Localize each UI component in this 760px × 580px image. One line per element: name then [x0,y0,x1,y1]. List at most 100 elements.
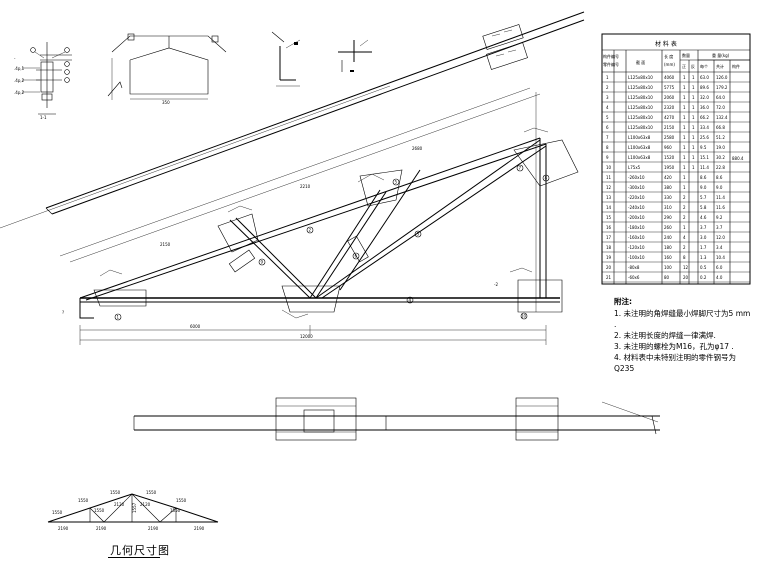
hdr-length: 长 度 [664,53,673,59]
table-cell-w1: 1.7 [700,245,707,250]
table-cell-q1: 1 [683,185,686,190]
geo-dim-top: 1550 [110,490,121,495]
member-mark: 2 [309,228,312,233]
table-cell-q1: 1 [683,95,686,100]
geo-dim-bottom: 2190 [58,526,69,531]
table-cell-w1: 3.7 [700,225,707,230]
table-cell-len: 1520 [664,155,675,160]
table-cell-w1: 15.1 [700,155,709,160]
table-cell-sec: L100x63x8 [628,145,651,150]
hdr-part-no: 构件编号 [603,53,619,59]
section-detail: - .4p,1 .4p,2 .4p,2 1-1 [14,42,72,120]
table-cell-q1: 20 [683,275,689,280]
table-cell-no: 12 [606,185,612,190]
table-cell-q1: 1 [683,135,686,140]
table-cell-no: 4 [606,105,609,110]
note-item: 1. 未注明的角焊缝最小焊脚尺寸为5 mm . [614,309,751,329]
table-cell-no: 13 [606,195,612,200]
table-cell-q1: 1 [683,85,686,90]
table-cell-len: 80 [664,275,670,280]
table-cell-w1: 66.2 [700,115,709,120]
material-table: 材 料 表 构件编号 零件编号 截 面 长 度 (mm) 数量 正 反 重 量(… [601,33,751,285]
member-mark: 7 [519,166,522,171]
table-cell-w2: 9.0 [716,185,723,190]
section-label: 1-1 [40,115,47,120]
table-cell-sec: L125x80x10 [628,75,653,80]
table-cell-no: 20 [606,265,612,270]
table-cell-no: 17 [606,235,612,240]
table-cell-w1: 4.6 [700,215,707,220]
table-cell-sec: -240x10 [628,205,645,210]
table-cell-w1: 36.0 [700,105,709,110]
table-cell-q2: 1 [692,85,695,90]
table-cell-w1: 8.6 [700,175,707,180]
hdr-part-no2: 零件编号 [603,61,619,67]
table-cell-q1: 12 [683,265,689,270]
geo-dim-top: 1550 [176,498,187,503]
table-cell-w2: 6.0 [716,265,723,270]
table-cell-q2: 1 [692,165,695,170]
overall-dim: 12000 [300,334,313,339]
bolt-note: -2 [494,282,498,287]
table-cell-sec: L125x80x10 [628,115,653,120]
plan-view [133,397,660,441]
svg-text:2680: 2680 [412,146,423,151]
table-cell-no: 7 [606,135,609,140]
table-cell-w2: 3.7 [716,225,723,230]
table-cell-q2: 1 [692,105,695,110]
table-cell-no: 21 [606,275,612,280]
geo-dim-top: 1550 [146,490,157,495]
member-marks: 1 2 3 4 5 6 7 8 9 10 [114,164,550,321]
table-cell-sec: L125x80x10 [628,85,653,90]
member-total: 880.4 [732,156,744,161]
table-cell-w1: 89.6 [700,85,709,90]
side-dim-label: .4p,2 [14,78,25,83]
table-cell-q1: 1 [683,225,686,230]
table-cell-sec: -220x10 [628,195,645,200]
table-cell-sec: -120x10 [628,245,645,250]
notes-title: 附注: [614,297,632,306]
table-cell-no: 11 [606,175,612,180]
table-cell-w2: 66.8 [716,125,725,130]
table-cell-len: 240 [664,235,672,240]
table-cell-w2: 132.4 [716,115,728,120]
table-cell-q1: 2 [683,215,686,220]
table-cell-sec: -80x8 [628,265,640,270]
table-cell-sec: L100x63x8 [628,155,651,160]
table-cell-w1: 32.0 [700,95,709,100]
note-item: 4. 材料表中未特别注明的零件钢号为Q235 [614,353,737,373]
table-cell-w1: 3.0 [700,235,707,240]
table-cell-no: 8 [606,145,609,150]
member-mark: 1 [117,315,120,320]
notes-block: 附注: 1. 未注明的角焊缝最小焊脚尺寸为5 mm . 2. 未注明长度的焊缝一… [614,296,754,374]
span-dim: 6000 [190,324,201,329]
table-cell-sec: -260x10 [628,175,645,180]
table-cell-w1: 5.7 [700,195,707,200]
table-cell-sec: -180x10 [628,225,645,230]
table-cell-len: 4060 [664,75,675,80]
gusset-detail-top: 350 [107,33,227,105]
geo-dim-bottom: 2190 [148,526,159,531]
geo-dim-diag: 2120 [114,502,125,507]
truss-label: ? [62,310,64,315]
table-cell-len: 4270 [664,115,675,120]
table-cell-w2: 8.6 [716,175,723,180]
caption-underline [108,557,160,558]
table-cell-q2: 1 [692,135,695,140]
table-cell-q1: 2 [683,245,686,250]
table-cell-sec: L100x63x8 [628,135,651,140]
table-cell-w1: 25.6 [700,135,709,140]
table-cell-w2: 10.4 [716,255,725,260]
table-cell-w2: 22.8 [716,165,725,170]
splice-plate-top [482,24,528,70]
table-cell-q1: 1 [683,145,686,150]
geo-dim-bottom: 2190 [96,526,107,531]
table-cell-w1: 0.2 [700,275,707,280]
table-cell-w1: 33.4 [700,125,709,130]
member-mark: 10 [521,314,527,319]
table-cell-w1: 9.5 [700,145,707,150]
geo-dim-bottom: 2190 [194,526,205,531]
table-cell-sec: L125x80x10 [628,95,653,100]
hdr-quantity: 数量 [682,52,690,58]
table-cell-w2: 30.2 [716,155,725,160]
